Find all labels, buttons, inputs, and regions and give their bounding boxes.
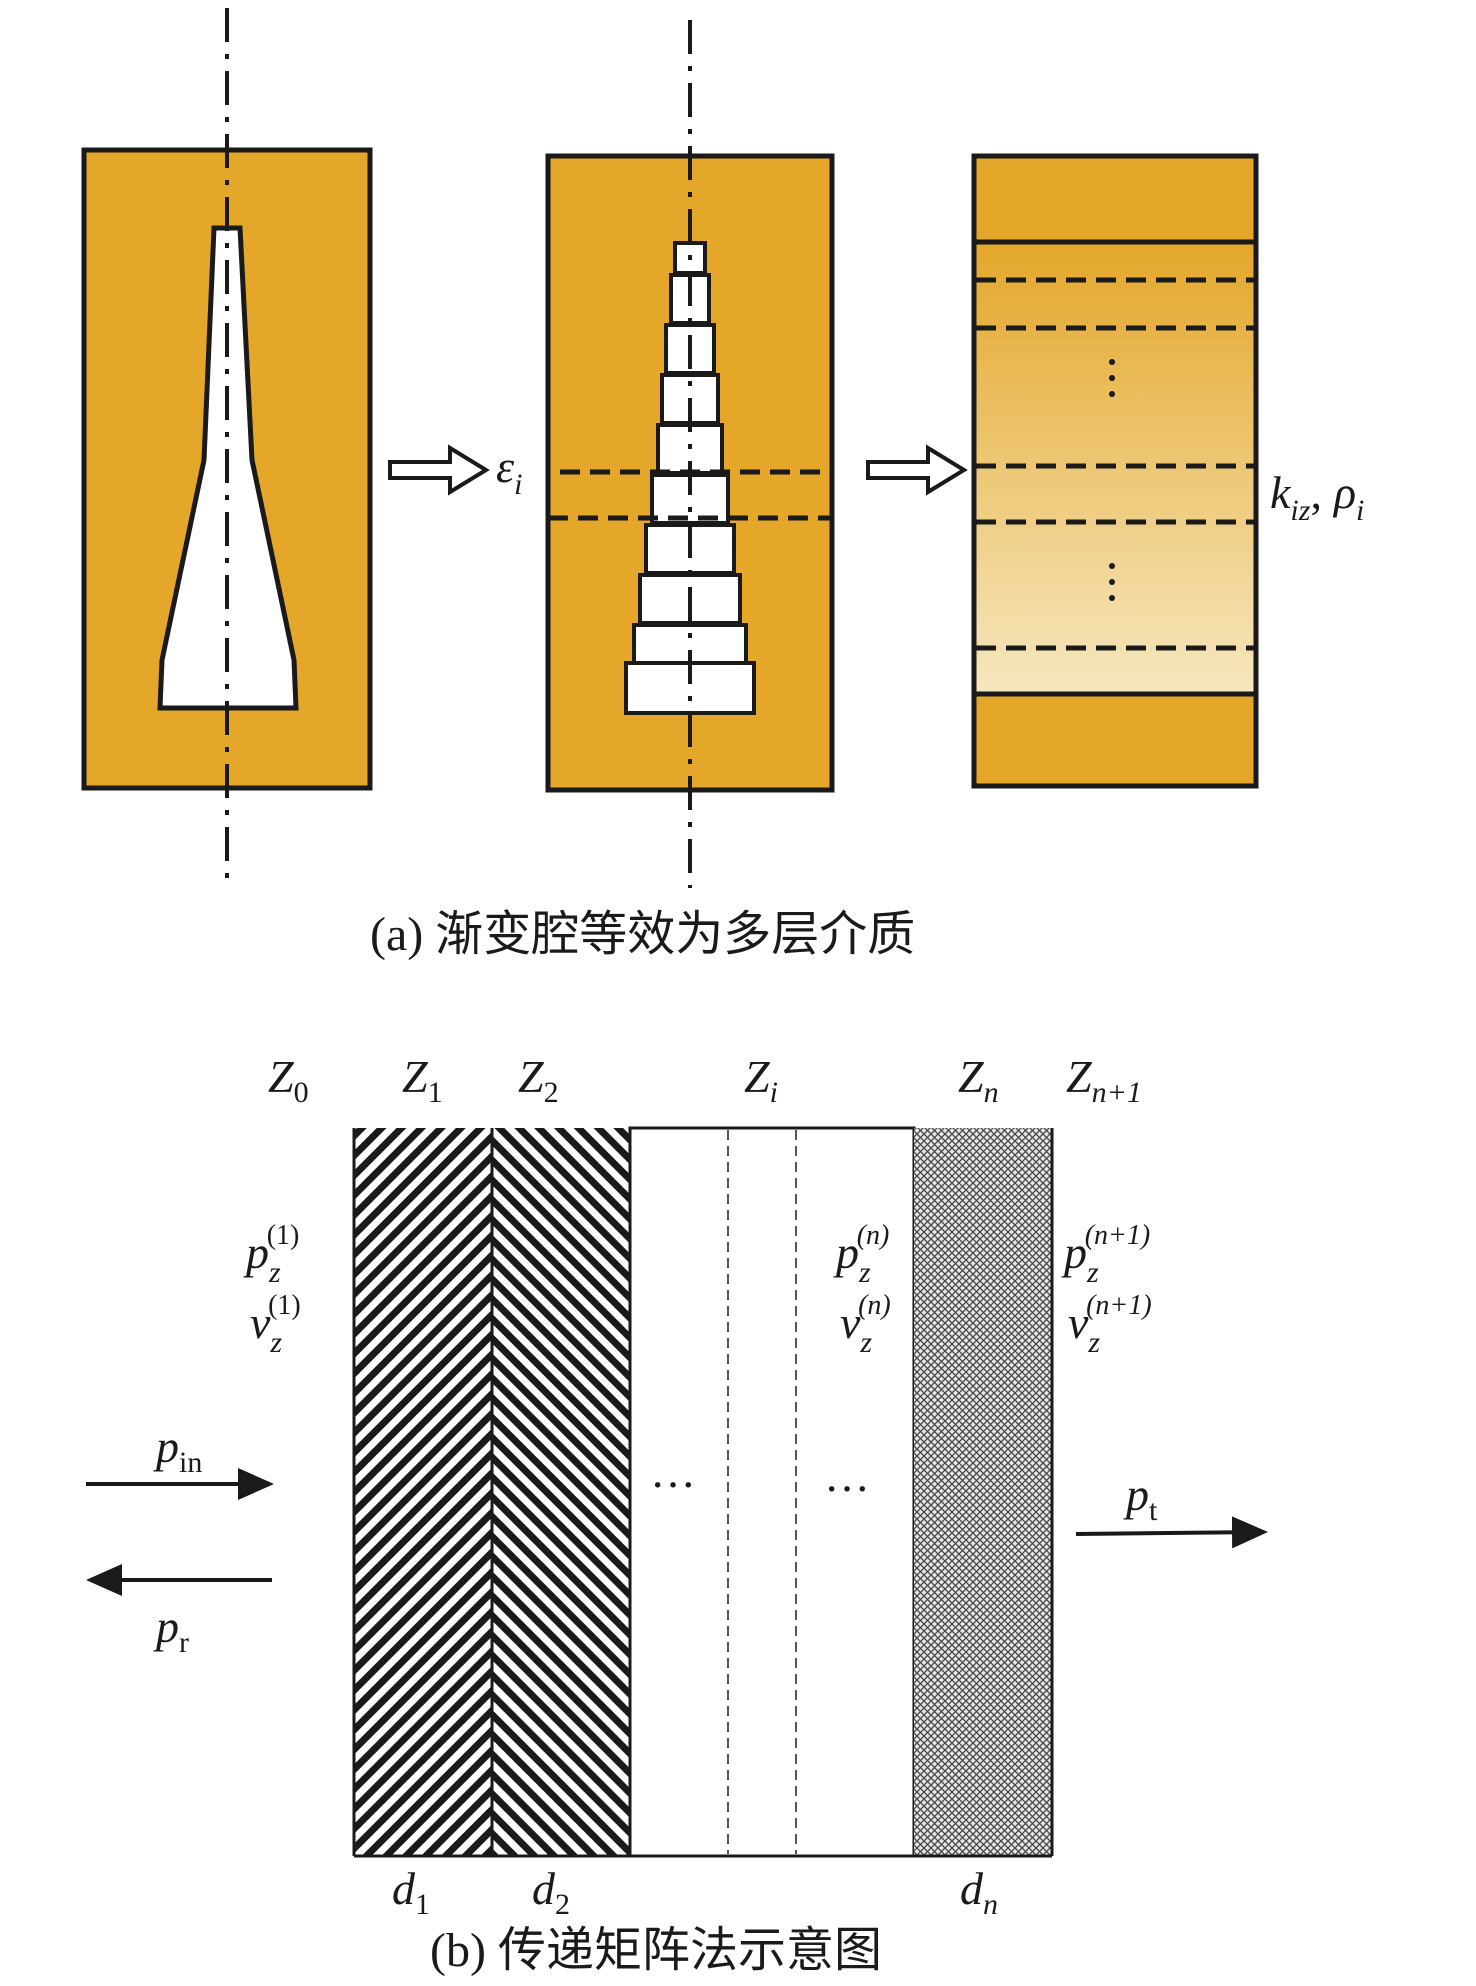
layer-n-crosshatched: [914, 1128, 1052, 1856]
label-z0: Z0: [268, 1051, 309, 1109]
panel-a: εi: [81, 8, 1364, 961]
panel-b: Z0 Z1 Z2 Zi Zn Zn+1 ··· ··· pz(1) vz(1) …: [86, 1051, 1268, 1977]
vzn1-label: vz(n+1): [1068, 1290, 1152, 1359]
stepped-cavity-box: [545, 20, 835, 888]
vzn-label: vz(n): [840, 1290, 891, 1359]
label-z1: Z1: [402, 1051, 443, 1109]
p-in-label: pin: [153, 1421, 202, 1479]
label-zn1: Zn+1: [1066, 1051, 1142, 1109]
p-r-label: pr: [153, 1601, 189, 1659]
pz1-label: pz(1): [243, 1220, 299, 1289]
label-zn: Zn: [958, 1051, 999, 1109]
label-zi: Zi: [744, 1051, 778, 1109]
hollow-arrow-2: [866, 444, 968, 496]
multilayer-medium-box: [971, 153, 1259, 789]
d1-label: d1: [392, 1863, 430, 1921]
label-z2: Z2: [518, 1051, 559, 1109]
d2-label: d2: [532, 1863, 570, 1921]
pzn-label: pz(n): [833, 1220, 889, 1289]
dn-label: dn: [960, 1863, 998, 1921]
layer-1-hatched: [354, 1128, 492, 1856]
layer-borders: [352, 1128, 1054, 1858]
caption-b: (b) 传递矩阵法示意图: [430, 1924, 882, 1977]
vertical-ellipsis-icon: [1109, 359, 1115, 601]
k-rho-label: kiz,ρi: [1270, 467, 1364, 527]
layer-dashes: [976, 277, 1254, 651]
ellipsis-right: ···: [824, 1463, 870, 1514]
pzn1-label: pz(n+1): [1061, 1220, 1150, 1289]
layer-2-hatched: [492, 1128, 630, 1856]
p-t-label: pt: [1123, 1469, 1158, 1527]
layer-i-blank: [628, 1126, 916, 1858]
caption-a: (a) 渐变腔等效为多层介质: [370, 908, 915, 961]
ellipsis-left: ···: [650, 1459, 696, 1510]
epsilon-label: εi: [496, 441, 522, 501]
vz1-label: vz(1): [250, 1290, 301, 1359]
hollow-arrow-1: [388, 444, 490, 496]
transmitted-wave-arrow: [1075, 1516, 1268, 1549]
tapered-cavity-box: [81, 8, 373, 880]
